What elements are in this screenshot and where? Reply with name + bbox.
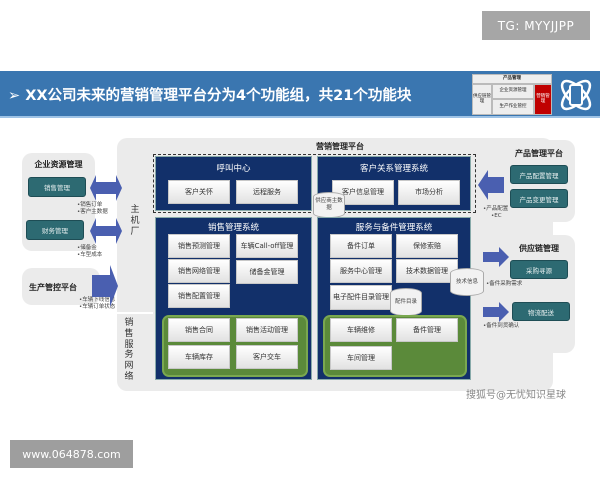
erp-notes-2: •储备金•车型成本 xyxy=(77,245,103,259)
parts-catalog-db-icon: 配件目录 xyxy=(390,288,422,316)
module-sales-activity[interactable]: 销售活动管理 xyxy=(236,318,298,342)
module-customer-care[interactable]: 客户关怀 xyxy=(168,180,230,204)
right-arrow-icon xyxy=(483,247,509,267)
mes-group xyxy=(22,268,100,305)
scm-notes-1: •备件采购需求 xyxy=(486,281,523,287)
service-title: 服务与备件管理系统 xyxy=(355,223,433,233)
mini-mid1: 企业资源管理 xyxy=(492,84,534,99)
module-sales-network[interactable]: 销售网络管理 xyxy=(168,259,230,283)
module-parts-order[interactable]: 备件订单 xyxy=(330,234,392,258)
mes-title: 生产管控平台 xyxy=(29,283,77,292)
module-reserve-fund[interactable]: 储备金管理 xyxy=(236,260,298,284)
network-label: 销售服务网络 xyxy=(124,318,134,382)
double-arrow-icon xyxy=(90,218,122,244)
module-market-analysis[interactable]: 市场分析 xyxy=(398,180,460,205)
platform-label: 营销管理平台 xyxy=(316,142,364,151)
right-arrow-icon xyxy=(92,265,118,307)
scm-logistics[interactable]: 物流配送 xyxy=(512,302,570,321)
source-watermark: 搜狐号@无忧知识星球 xyxy=(466,390,566,401)
tg-badge: TG: MYYJJPP xyxy=(482,11,590,40)
erp-title: 企业资源管理 xyxy=(34,160,83,169)
erp-finance-mgmt[interactable]: 财务管理 xyxy=(26,220,84,240)
tech-info-db-icon: 技术信息 xyxy=(450,268,484,296)
left-arrow-icon xyxy=(478,170,504,200)
mini-left: 供应链管理 xyxy=(472,84,492,115)
plm-title: 产品管理平台 xyxy=(515,149,563,158)
module-parts-mgmt[interactable]: 备件管理 xyxy=(396,318,458,342)
sales-title: 销售管理系统 xyxy=(207,223,259,233)
module-vehicle-calloff[interactable]: 车辆Call-off管理 xyxy=(236,234,298,258)
plm-change-mgmt[interactable]: 产品变更管理 xyxy=(510,189,568,208)
module-service-center[interactable]: 服务中心管理 xyxy=(330,259,392,283)
call-center-title: 呼叫中心 xyxy=(216,164,251,174)
module-parts-catalog[interactable]: 电子配件目录管理 xyxy=(330,285,392,310)
supplier-data-db-icon: 供应商主数据 xyxy=(313,192,345,218)
divider xyxy=(117,312,153,314)
module-sales-contract[interactable]: 销售合同 xyxy=(168,318,230,342)
scm-notes-2: •备件到货确认 xyxy=(483,323,520,329)
module-sales-config[interactable]: 销售配置管理 xyxy=(168,284,230,308)
module-workshop-mgmt[interactable]: 车间管理 xyxy=(330,346,392,370)
mes-notes: •车辆下线信息•车辆订单状态 xyxy=(79,297,116,311)
mini-top: 产品管理 xyxy=(472,74,552,84)
erp-notes-1: •销售订单•客户主数据 xyxy=(77,202,108,216)
module-vehicle-repair[interactable]: 车辆维修 xyxy=(330,318,392,342)
scm-sourcing[interactable]: 采购寻源 xyxy=(510,260,568,279)
plm-notes: •产品配置•EC xyxy=(483,206,509,220)
erp-sales-mgmt[interactable]: 销售管理 xyxy=(28,177,86,197)
module-remote-service[interactable]: 远程服务 xyxy=(236,180,298,204)
crm-title: 客户关系管理系统 xyxy=(359,164,428,174)
scm-group xyxy=(503,235,575,353)
double-arrow-icon xyxy=(90,175,122,201)
module-warranty-claim[interactable]: 保修索赔 xyxy=(396,234,458,258)
scm-title: 供应链管理 xyxy=(519,244,559,253)
plm-config-mgmt[interactable]: 产品配置管理 xyxy=(510,165,568,184)
module-vehicle-inventory[interactable]: 车辆库存 xyxy=(168,345,230,369)
mini-mid2: 生产作业管控 xyxy=(492,99,534,115)
oem-label: 主机厂 xyxy=(130,205,140,237)
mini-right: 营销管理 xyxy=(534,84,552,115)
module-tech-data[interactable]: 技术数据管理 xyxy=(396,259,458,283)
module-sales-forecast[interactable]: 销售预测管理 xyxy=(168,234,230,258)
site-watermark: www.064878.com xyxy=(10,440,133,468)
right-arrow-icon xyxy=(483,302,509,322)
module-customer-delivery[interactable]: 客户交车 xyxy=(236,345,298,369)
atom-phone-icon xyxy=(560,79,592,111)
page-title: ➢ XX公司未来的营销管理平台分为4个功能组，共21个功能块 xyxy=(8,88,412,104)
mini-diagram: 产品管理 供应链管理 企业资源管理 生产作业管控 营销管理 xyxy=(472,74,552,115)
